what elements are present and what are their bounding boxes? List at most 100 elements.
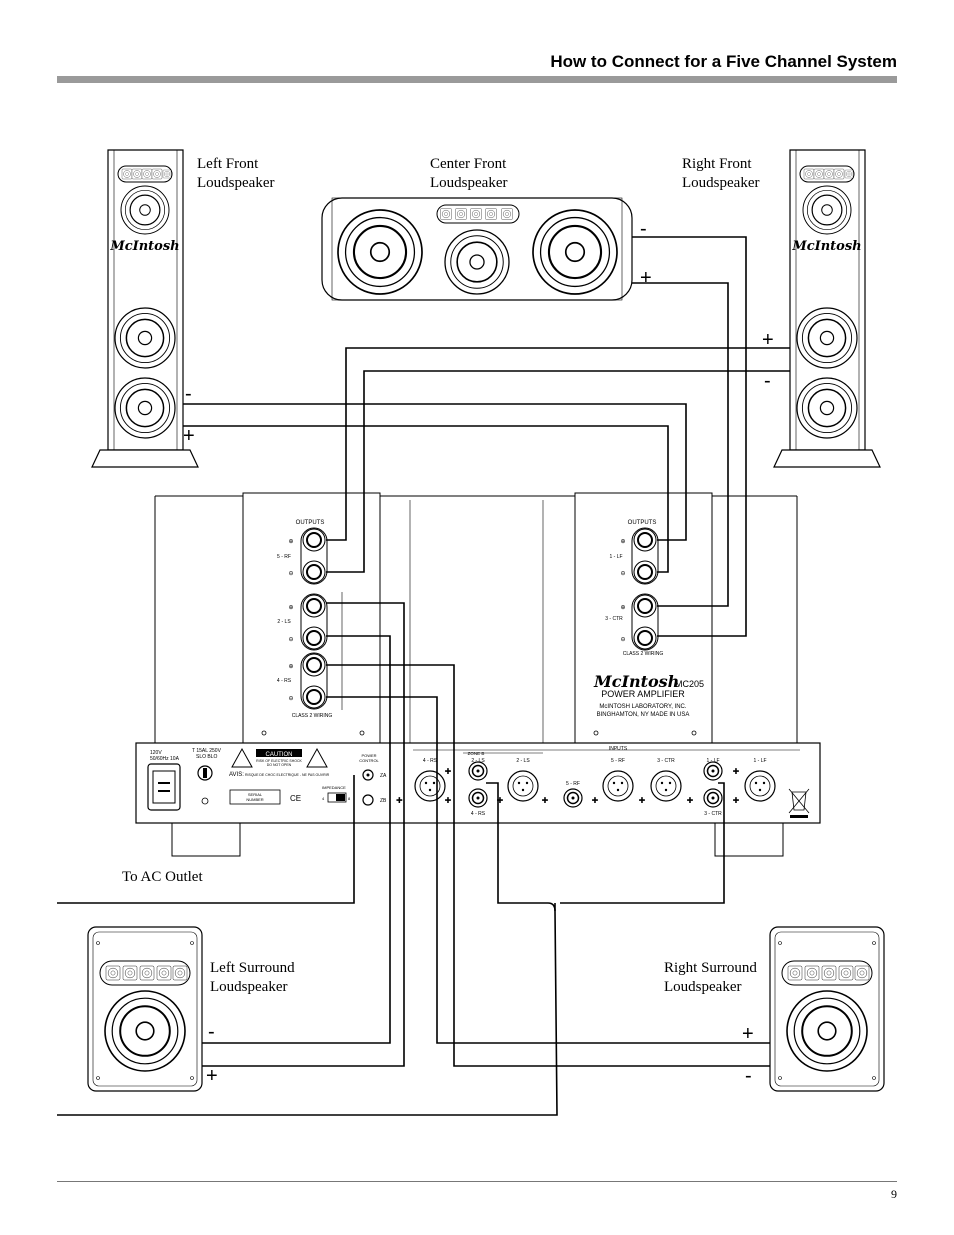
right-front-label-line2: Loudspeaker [682,175,759,191]
left-front-speaker: McIntosh [91,149,199,468]
svg-text:1 - LF: 1 - LF [753,758,766,764]
svg-text:SLO BLO: SLO BLO [196,754,218,760]
svg-text:4 - RS: 4 - RS [423,758,438,764]
page-title: How to Connect for a Five Channel System [550,52,897,71]
right-front-minus: - [764,370,771,392]
svg-text:✚: ✚ [687,796,694,805]
left-front-plus: + [183,425,195,447]
svg-text:5 - RF: 5 - RF [566,781,580,787]
svg-text:T 15AL 250V: T 15AL 250V [192,748,222,754]
svg-text:2 - LS: 2 - LS [471,758,485,764]
svg-text:⊕: ⊕ [288,664,293,670]
svg-text:1 - LF: 1 - LF [609,554,622,560]
svg-text:120V: 120V [150,750,162,756]
svg-text:50/60Hz 10A: 50/60Hz 10A [150,756,180,762]
svg-text:✚: ✚ [497,796,504,805]
svg-text:⊕: ⊕ [620,605,625,611]
svg-text:IMPEDANCE: IMPEDANCE [322,785,346,790]
svg-text:⊕: ⊕ [288,539,293,545]
svg-text:⊕: ⊕ [620,539,625,545]
ac-outlet-label: To AC Outlet [122,869,203,885]
left-surround-plus: + [206,1065,218,1087]
svg-text:✚: ✚ [396,796,403,805]
svg-text:2 - LS: 2 - LS [516,758,530,764]
right-surround-speaker [769,926,885,1092]
svg-text:RISQUE DE CHOC ELECTRIQUE - NE: RISQUE DE CHOC ELECTRIQUE - NE PAS OUVRI… [245,773,330,777]
left-front-logo: McIntosh [109,239,179,254]
left-surround-label-line2: Loudspeaker [210,979,287,995]
svg-text:BINGHAMTON, NY MADE IN USA: BINGHAMTON, NY MADE IN USA [597,712,690,718]
svg-text:CLASS 2 WIRING: CLASS 2 WIRING [292,713,333,719]
svg-text:ZB: ZB [380,798,387,804]
svg-text:AVIS:: AVIS: [229,772,244,778]
svg-text:ZONE B: ZONE B [468,751,485,756]
svg-text:✚: ✚ [592,796,599,805]
right-front-speaker: McIntosh [773,149,881,468]
left-output-panel: OUTPUTS ⊕ ⊖ ⊕ ⊖ ⊕ ⊖ 5 - RF 2 - LS 4 - RS… [242,492,381,744]
svg-text:✚: ✚ [542,796,549,805]
left-front-label-line1: Left Front [197,156,259,172]
svg-text:2 - LS: 2 - LS [277,619,291,625]
svg-text:SERIAL: SERIAL [248,792,263,797]
left-surround-minus: - [208,1021,215,1043]
right-surround-minus: - [745,1065,752,1087]
svg-text:CE: CE [290,794,301,803]
svg-text:INPUTS: INPUTS [609,746,628,752]
amplifier-rear-panel: 120V 50/60Hz 10A T 15AL 250V SLO BLO CAU… [135,742,821,857]
svg-text:McINTOSH LABORATORY, INC.: McINTOSH LABORATORY, INC. [599,704,686,710]
center-front-speaker [321,197,633,301]
center-front-label-line1: Center Front [430,156,507,172]
svg-text:CAUTION: CAUTION [266,752,293,758]
right-surround-label-line2: Loudspeaker [664,979,741,995]
right-surround-label-line1: Right Surround [664,960,757,976]
svg-text:3 - CTR: 3 - CTR [704,811,722,817]
svg-text:POWER AMPLIFIER: POWER AMPLIFIER [601,689,685,699]
svg-text:4: 4 [322,796,325,801]
right-front-logo: McIntosh [791,239,861,254]
svg-text:✚: ✚ [639,796,646,805]
center-front-label-line2: Loudspeaker [430,175,507,191]
page-number: 9 [891,1187,897,1201]
svg-text:⊕: ⊕ [288,605,293,611]
svg-text:4 - RS: 4 - RS [277,678,292,684]
svg-text:POWER: POWER [361,753,376,758]
svg-text:CLASS 2 WIRING: CLASS 2 WIRING [623,651,664,657]
svg-text:8: 8 [348,796,351,801]
center-minus: - [640,218,647,240]
svg-text:CONTROL: CONTROL [359,758,379,763]
left-surround-label-line1: Left Surround [210,960,295,976]
svg-text:✚: ✚ [445,767,452,776]
svg-text:RISK OF ELECTRIC SHOCK: RISK OF ELECTRIC SHOCK [256,759,302,763]
right-front-label-line1: Right Front [682,156,752,172]
svg-text:⊖: ⊖ [620,637,625,643]
svg-text:⊖: ⊖ [288,637,293,643]
svg-text:McIntosh: McIntosh [593,672,679,691]
right-surround-plus: + [742,1023,754,1045]
svg-text:✚: ✚ [445,796,452,805]
svg-text:5 - RF: 5 - RF [611,758,625,764]
svg-text:4 - RS: 4 - RS [471,811,486,817]
svg-text:MC205: MC205 [675,679,704,689]
svg-text:1 - LF: 1 - LF [706,758,719,764]
svg-text:NUMBER: NUMBER [246,797,263,802]
left-front-label-line2: Loudspeaker [197,175,274,191]
svg-text:OUTPUTS: OUTPUTS [628,520,657,526]
svg-text:✚: ✚ [733,796,740,805]
left-front-minus: - [185,383,192,405]
svg-text:⊖: ⊖ [288,696,293,702]
left-surround-speaker [87,926,203,1092]
title-rule [57,76,897,83]
svg-text:3 - CTR: 3 - CTR [657,758,675,764]
svg-text:OUTPUTS: OUTPUTS [296,520,325,526]
svg-text:✚: ✚ [733,767,740,776]
svg-text:5 - RF: 5 - RF [277,554,291,560]
svg-text:3 - CTR: 3 - CTR [605,616,623,622]
svg-text:DO NOT OPEN: DO NOT OPEN [267,763,292,767]
speaker-wires [57,236,790,1116]
right-output-panel: OUTPUTS ⊕ ⊖ ⊕ ⊖ 1 - LF 3 - CTR CLASS 2 W… [574,492,713,744]
right-front-plus: + [762,329,774,351]
amplifier-top-view [154,495,798,743]
svg-text:⊖: ⊖ [288,571,293,577]
